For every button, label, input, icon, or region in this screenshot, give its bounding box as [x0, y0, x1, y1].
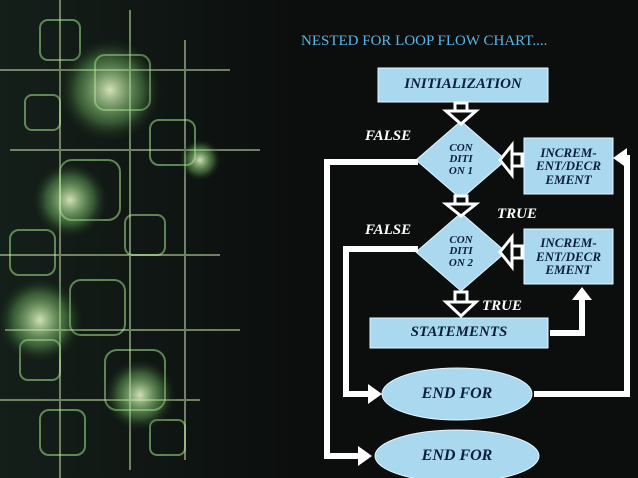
init-label: INITIALIZATION [404, 76, 522, 93]
arrow-incr2-to-cond2 [498, 232, 524, 272]
incr2-box-shape [523, 228, 614, 285]
arrowhead-endfor1 [368, 384, 382, 404]
cond2-box: CON DITI ON 2 [436, 228, 486, 276]
arrow-init-to-cond1 [441, 101, 481, 126]
false-label-1: FALSE [365, 128, 412, 144]
incr1-box: INCREM- ENT/DECR EMENT [524, 138, 613, 194]
connector-cond2-false [343, 246, 418, 397]
arrowhead-incr1 [613, 148, 627, 168]
arrowhead-incr2 [572, 287, 592, 300]
init-box-shape [377, 67, 549, 103]
statements-box: STATEMENTS [370, 318, 548, 348]
block-arrows [441, 101, 524, 319]
arrowhead-endfor2 [358, 446, 372, 466]
cond1-label: CON DITI ON 1 [448, 141, 474, 177]
incr1-label: INCREM- ENT/DECR EMENT [535, 144, 601, 187]
incr1-box-shape [523, 137, 614, 195]
endfor2-label: END FOR [421, 446, 493, 464]
chart-title: NESTED FOR LOOP FLOW CHART.... [301, 33, 548, 49]
false-label-2: FALSE [365, 222, 412, 238]
init-box: INITIALIZATION [378, 68, 548, 102]
connector-cond1-false [324, 159, 418, 459]
arrowheads [358, 148, 627, 466]
cond1-box: CON DITI ON 1 [436, 136, 486, 184]
endfor2-ellipse [374, 429, 540, 478]
background-decoration [0, 0, 300, 478]
endfor1-label: END FOR [421, 384, 493, 402]
incr2-box: INCREM- ENT/DECR EMENT [524, 229, 613, 284]
flowchart-shapes [369, 67, 614, 478]
arrow-incr1-to-cond1 [498, 140, 524, 180]
true-label-1: TRUE [497, 206, 538, 222]
endfor2-box: END FOR [375, 442, 539, 470]
statements-box-shape [369, 317, 549, 349]
arrow-cond1-to-cond2 [441, 194, 481, 218]
incr2-label: INCREM- ENT/DECR EMENT [535, 235, 601, 278]
connector-statements-to-incr2 [550, 300, 585, 336]
statements-label: STATEMENTS [410, 324, 508, 341]
true-label-2: TRUE [482, 298, 523, 314]
cond2-label: CON DITI ON 2 [448, 233, 474, 269]
endfor1-box: END FOR [382, 380, 532, 408]
arrow-cond2-to-statements [442, 290, 480, 319]
